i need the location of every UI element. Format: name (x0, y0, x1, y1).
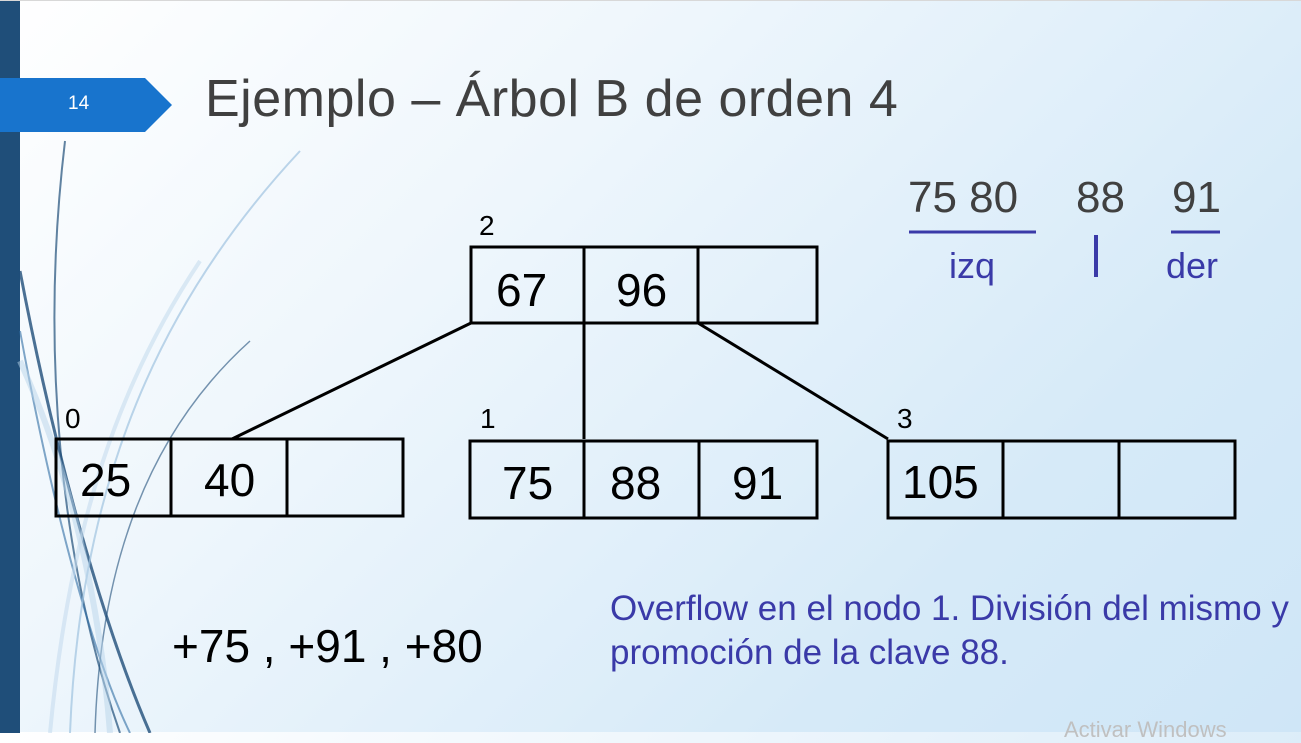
node-2-key-2: 96 (616, 264, 667, 316)
node-1-key-2: 88 (610, 457, 661, 509)
node-1-key-1: 75 (502, 457, 553, 509)
edge-root-to-node-0 (231, 321, 472, 441)
split-middle-key: 88 (1076, 173, 1125, 222)
split-left-keys: 75 80 (908, 173, 1019, 222)
slide-title: Ejemplo – Árbol B de orden 4 (205, 70, 899, 128)
node-3: 3 105 (886, 403, 1237, 520)
node-1: 1 75 88 91 (468, 403, 819, 520)
node-label-0: 0 (65, 403, 81, 434)
node-2-key-1: 67 (496, 264, 547, 316)
split-right-label: der (1166, 245, 1219, 286)
node-label-2: 2 (479, 210, 495, 241)
node-1-slot-3 (697, 439, 819, 520)
overflow-message: Overflow en el nodo 1. División del mism… (610, 589, 1289, 672)
node-3-key-1: 105 (902, 456, 979, 508)
split-right-key: 91 (1172, 173, 1221, 222)
insert-sequence: +75 , +91 , +80 (172, 620, 483, 672)
node-1-key-3: 91 (732, 457, 783, 509)
node-2-slot-3 (696, 245, 819, 325)
node-0-key-1: 25 (80, 454, 131, 506)
node-2-root: 2 67 96 (469, 210, 819, 325)
node-0: 0 25 40 (54, 403, 405, 518)
node-0-slot-3 (285, 437, 405, 518)
split-left-label: izq (949, 245, 996, 286)
node-3-slot-3 (1117, 439, 1237, 520)
edge-root-to-node-3 (697, 321, 889, 441)
left-accent-bar (0, 1, 20, 733)
node-label-1: 1 (480, 403, 496, 434)
node-3-slot-2 (1001, 439, 1121, 520)
activation-watermark: Activar Windows (1064, 717, 1227, 742)
node-label-3: 3 (897, 403, 913, 434)
slide-number-badge (0, 78, 172, 132)
node-0-key-2: 40 (204, 454, 255, 506)
slide-number: 14 (68, 93, 90, 114)
